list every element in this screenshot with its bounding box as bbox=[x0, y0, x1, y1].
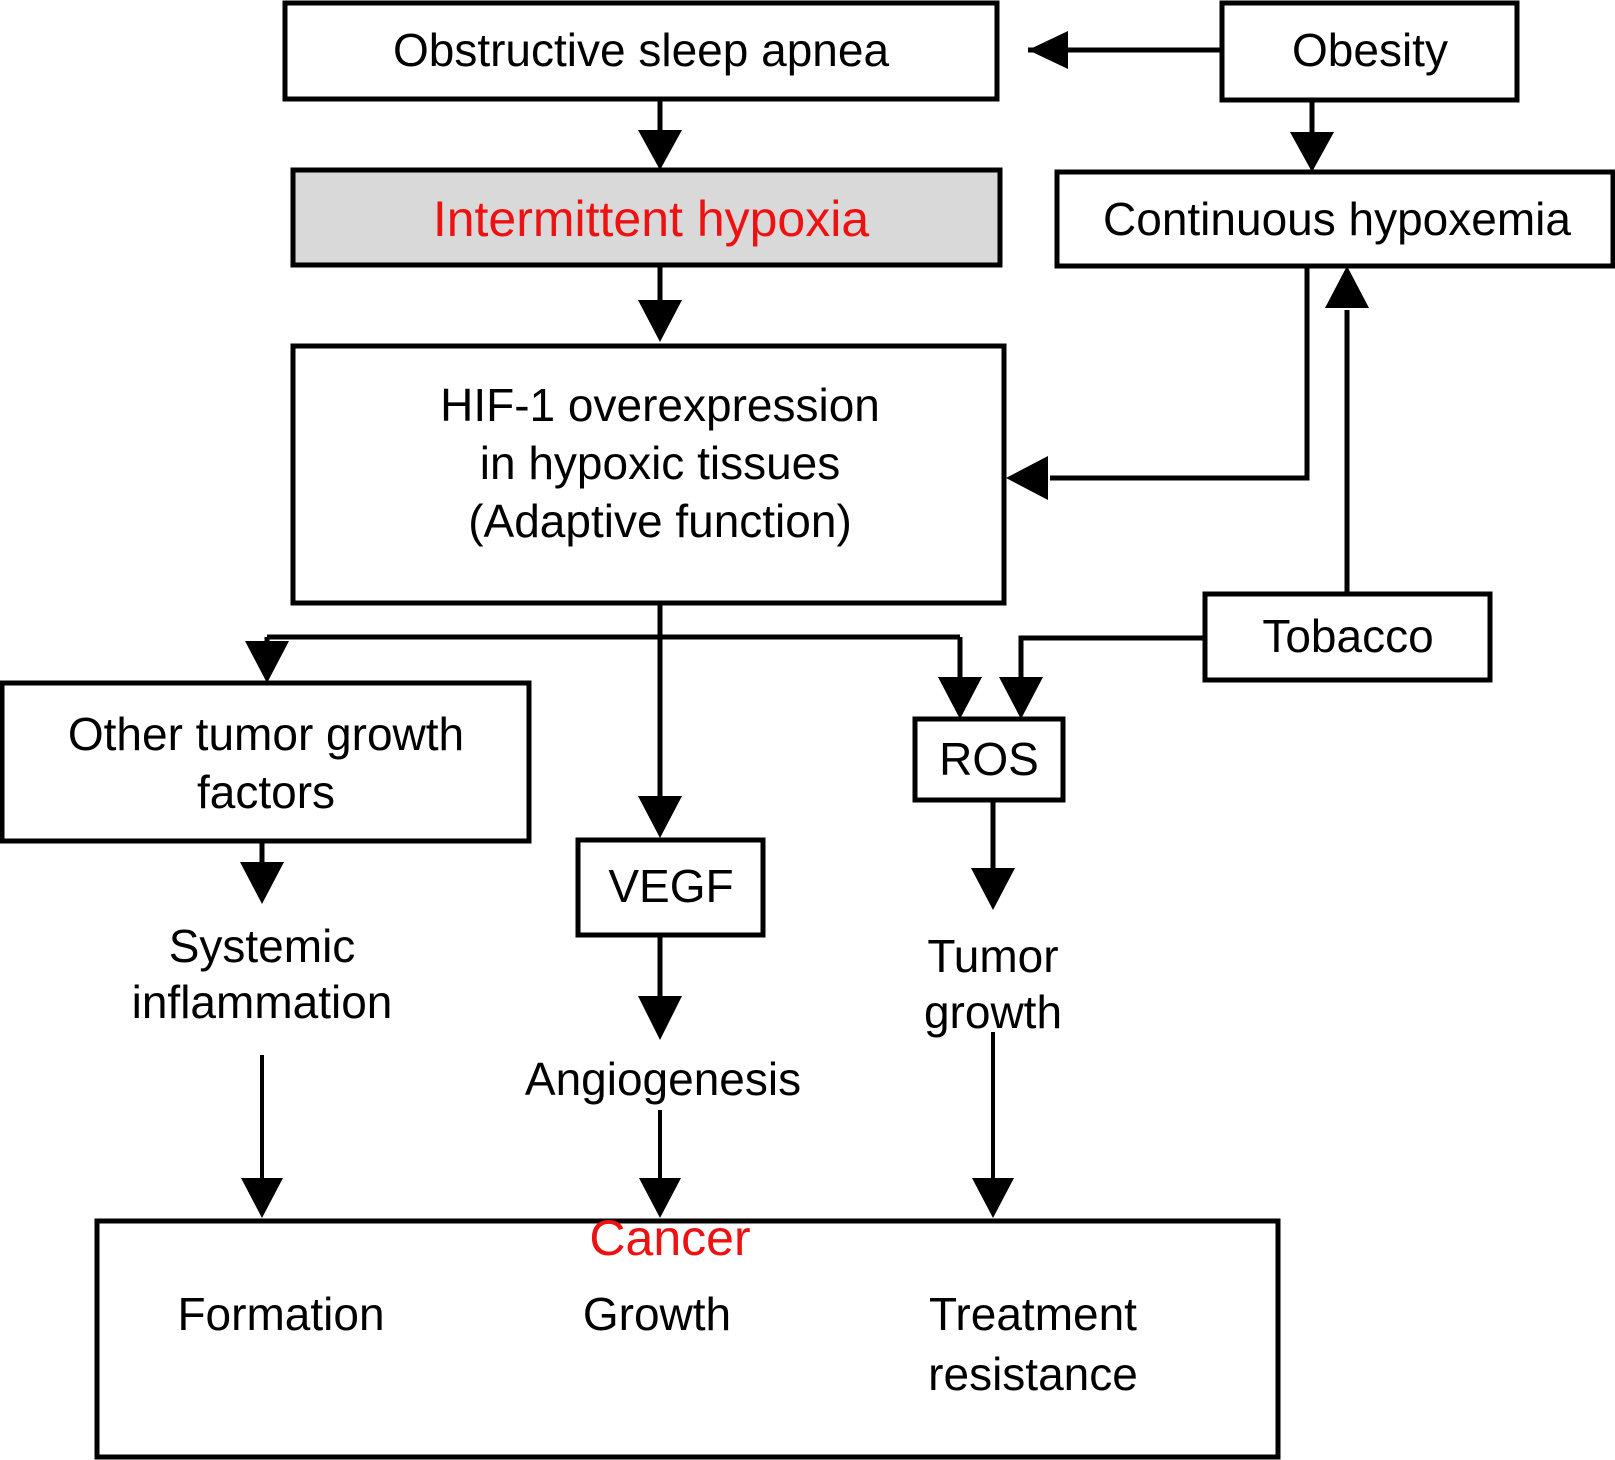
node-label-cancer-outcome-treatment-resistance-line2: resistance bbox=[928, 1348, 1138, 1400]
edge-obesity-to-continuous-hypoxemia bbox=[1290, 100, 1334, 172]
node-label-hif1-line2: in hypoxic tissues bbox=[480, 437, 841, 489]
edge-tumor-growth-to-cancer bbox=[972, 1032, 1014, 1218]
node-label-angiogenesis: Angiogenesis bbox=[525, 1053, 801, 1105]
node-tobacco[interactable]: Tobacco bbox=[1202, 591, 1493, 683]
edge-hif1-to-other-growth-factors bbox=[245, 641, 289, 683]
edge-continuous-hypoxemia-to-hif1 bbox=[1006, 266, 1310, 500]
node-label-other-growth-factors-line1: Other tumor growth bbox=[68, 708, 464, 760]
edge-tobacco-to-continuous-hypoxemia bbox=[1325, 266, 1369, 594]
node-continuous-hypoxemia[interactable]: Continuous hypoxemia bbox=[1054, 169, 1615, 269]
edge-obesity-to-osa bbox=[1028, 31, 1222, 69]
node-label-cancer-outcome-treatment-resistance-line1: Treatment bbox=[929, 1288, 1137, 1340]
node-label-obstructive-sleep-apnea: Obstructive sleep apnea bbox=[393, 24, 889, 76]
node-label-tumor-growth-line1: Tumor bbox=[927, 930, 1058, 982]
node-label-tobacco: Tobacco bbox=[1262, 610, 1433, 662]
edge-vegf-to-angiogenesis bbox=[638, 935, 682, 1040]
node-label-systemic-inflammation-line2: inflammation bbox=[132, 976, 393, 1028]
edge-hif1-to-ros bbox=[938, 677, 982, 719]
node-angiogenesis: Angiogenesis bbox=[525, 1053, 801, 1105]
edge-angiogenesis-to-cancer bbox=[639, 1110, 681, 1218]
edge-intermittent-hypoxia-to-hif1 bbox=[638, 265, 682, 342]
node-label-cancer-outcome-formation: Formation bbox=[177, 1288, 384, 1340]
node-obstructive-sleep-apnea[interactable]: Obstructive sleep apnea bbox=[282, 0, 1000, 102]
node-label-obesity: Obesity bbox=[1292, 24, 1448, 76]
node-label-vegf: VEGF bbox=[608, 860, 733, 912]
node-systemic-inflammation: Systemic inflammation bbox=[132, 920, 393, 1028]
node-intermittent-hypoxia[interactable]: Intermittent hypoxia bbox=[290, 167, 1003, 268]
node-vegf[interactable]: VEGF bbox=[575, 837, 766, 938]
node-obesity[interactable]: Obesity bbox=[1219, 0, 1520, 103]
node-ros[interactable]: ROS bbox=[912, 716, 1066, 803]
node-hif1-overexpression[interactable]: HIF-1 overexpression in hypoxic tissues … bbox=[290, 343, 1007, 606]
edge-hif1-to-vegf bbox=[638, 796, 682, 838]
node-label-continuous-hypoxemia: Continuous hypoxemia bbox=[1103, 193, 1571, 245]
node-label-cancer-title: Cancer bbox=[589, 1210, 750, 1266]
node-cancer[interactable]: Cancer Formation Growth Treatment resist… bbox=[94, 1210, 1281, 1460]
edge-ros-to-tumor-growth bbox=[971, 800, 1015, 910]
edge-osa-to-intermittent-hypoxia bbox=[638, 99, 682, 170]
node-label-ros: ROS bbox=[939, 733, 1039, 785]
node-label-systemic-inflammation-line1: Systemic bbox=[169, 920, 356, 972]
node-tumor-growth: Tumor growth bbox=[924, 930, 1062, 1038]
node-label-tumor-growth-line2: growth bbox=[924, 986, 1062, 1038]
edge-systemic-inflammation-to-cancer bbox=[241, 1055, 283, 1218]
node-label-other-growth-factors-line2: factors bbox=[197, 766, 335, 818]
edge-tobacco-to-ros bbox=[999, 635, 1205, 719]
node-label-intermittent-hypoxia: Intermittent hypoxia bbox=[433, 191, 870, 247]
edge-other-growth-factors-to-systemic-inflammation bbox=[240, 841, 284, 904]
node-label-cancer-outcome-growth: Growth bbox=[583, 1288, 731, 1340]
node-label-hif1-line3: (Adaptive function) bbox=[468, 495, 852, 547]
node-other-tumor-growth-factors[interactable]: Other tumor growth factors bbox=[0, 680, 532, 844]
node-label-hif1-line1: HIF-1 overexpression bbox=[440, 379, 880, 431]
